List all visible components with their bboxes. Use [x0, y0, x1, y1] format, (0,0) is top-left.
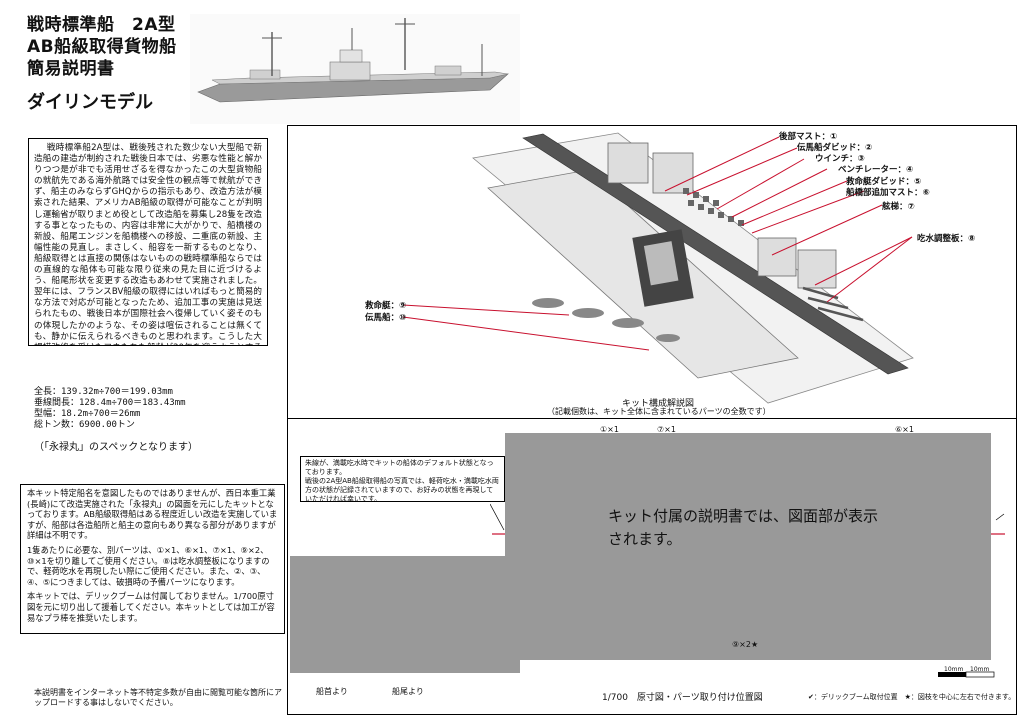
part-label-ventilator: ベンチレーター：④ [838, 165, 914, 175]
scale-bar [938, 671, 995, 678]
part-label-boat-davit: 伝馬船ダビッド：② [797, 143, 873, 153]
note-paragraph-3: 本キットでは、デリックブームは付属しておりません。1/700原寸図を元に切り出し… [27, 591, 275, 623]
spec-length: 全長：139.32m÷700＝199.03mm [34, 387, 173, 397]
spec-beam: 型幅：18.2m÷700＝26mm [34, 409, 141, 419]
part-label-bridge-mast: 船橋部追加マスト：⑥ [846, 188, 930, 198]
scale-label-2: 10mm [970, 666, 990, 673]
title-line-2: AB船級取得貨物船 [27, 37, 177, 57]
part-label-draft-plate: 吃水調整板：⑧ [917, 234, 976, 244]
diagram-title: キット構成解説図 [622, 399, 695, 409]
spec-lpp: 垂線間長：128.4m÷700＝183.43mm [34, 398, 186, 408]
tip-line-2: 戦後の2A型AB船級取得船の写真では、軽荷吃水・満載吃水両方の状態が記録されてい… [305, 477, 499, 502]
brand-name: ダイリンモデル [27, 92, 153, 113]
part-label-lifeboat: 救命艇：⑨ [365, 301, 407, 311]
part-label-winch: ウインチ：③ [815, 154, 865, 164]
history-text: 戦時標準船2A型は、戦後残された数少ない大型船で新造船の建造が制約された戦後日本… [34, 143, 262, 345]
drawing-placeholder-side [290, 556, 520, 673]
lower-label-1: ①×1 [600, 425, 619, 434]
upload-warning: 本説明書をインターネット等不特定多数が自由に閲覧可能な箇所にアップロードする事は… [34, 688, 282, 707]
bow-view-label: 船首より [316, 687, 348, 696]
drawing-placeholder-main [505, 433, 991, 660]
legend-text: ✔：デリックブーム取付位置 ★：図枝を中心に左右で付きます。 [808, 693, 1016, 701]
kit-notes: 本キット特定船名を意図したものではありませんが、西日本重工業(長崎)にて改造実施… [20, 484, 285, 634]
kit-sprue-diagram [472, 132, 914, 404]
stern-view-label: 船尾より [392, 687, 424, 696]
leader-lines [402, 136, 913, 351]
part-label-lifeboat-davit: 救命艇ダビッド：⑤ [846, 177, 922, 187]
spec-tonnage: 総トン数：6900.00トン [34, 420, 135, 430]
title-line-3: 簡易説明書 [27, 59, 115, 79]
ship-specs: 全長：139.32m÷700＝199.03mm 垂線間長：128.4m÷700＝… [34, 387, 186, 431]
document-title: 戦時標準船 2A型 AB船級取得貨物船 簡易説明書 [27, 14, 187, 80]
diagram-frame [287, 125, 1017, 715]
title-line-1: 戦時標準船 2A型 [27, 15, 176, 35]
part-label-gangway: 舷梯：⑦ [882, 202, 915, 212]
lower-label-6: ⑥×1 [895, 425, 914, 434]
ship-render-image [190, 14, 520, 124]
spec-note: （「永禄丸」のスペックとなります） [34, 442, 198, 453]
waterline-tip: 朱線が、満載吃水時でキットの船体のデフォルト状態となっております。 戦後の2A型… [300, 456, 505, 502]
lower-label-7: ⑦×1 [657, 425, 676, 434]
part-label-tender-boat: 伝馬船：⑩ [365, 313, 407, 323]
tip-line-1: 朱線が、満載吃水時でキットの船体のデフォルト状態となっております。 [305, 459, 494, 476]
note-paragraph-1: 本キット特定船名を意図したものではありませんが、西日本重工業(長崎)にて改造実施… [27, 488, 278, 541]
note-paragraph-2: 1隻あたりに必要な、別パーツは、①×1、⑥×1、⑦×1、⑨×2、⑩×1を切り離し… [27, 544, 270, 587]
part-label-rear-mast: 後部マスト：① [779, 132, 838, 142]
scale-label-1: 10mm [944, 666, 964, 673]
history-description: 戦時標準船2A型は、戦後残された数少ない大型船で新造船の建造が制約された戦後日本… [28, 138, 268, 346]
frame-divider [287, 418, 1017, 419]
lower-label-9: ⑨×2★ [732, 640, 759, 649]
placeholder-message: キット付属の説明書では、図面部が表示されます。 [608, 507, 879, 548]
diagram-subtitle: （記載個数は、キット全体に含まれているパーツの全数です） [547, 407, 771, 416]
scale-drawing-caption: 1/700 原寸図・パーツ取り付け位置図 [602, 693, 763, 703]
